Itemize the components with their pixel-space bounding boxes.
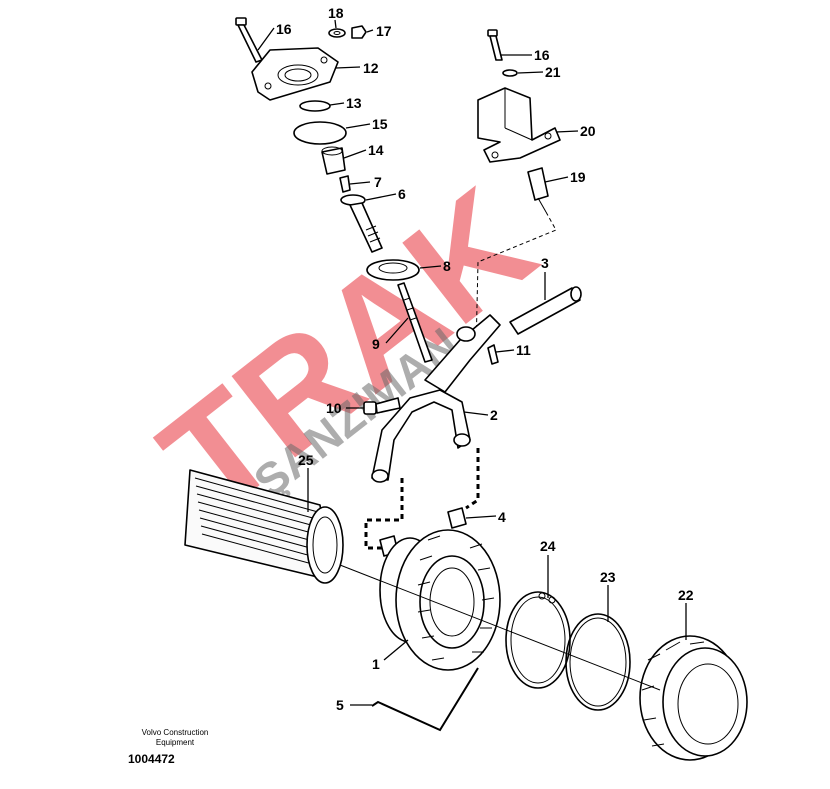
callout-16-left: 16	[276, 21, 292, 37]
caption-line-1: Volvo Construction	[141, 728, 209, 737]
chain-line-left	[364, 478, 404, 550]
part-snap-ring-24	[505, 591, 571, 689]
callout-13: 13	[346, 95, 362, 111]
callout-17: 17	[376, 23, 392, 39]
part-pad-4a	[447, 507, 467, 529]
part-oring-15	[293, 121, 347, 145]
callout-9: 9	[372, 336, 380, 352]
part-oring-13	[299, 100, 331, 112]
manufacturer-caption: Volvo Construction Equipment	[120, 728, 230, 748]
callout-20: 20	[580, 123, 596, 139]
callout-5: 5	[336, 697, 344, 713]
callout-2: 2	[490, 407, 498, 423]
document-number: 1004472	[128, 752, 175, 766]
part-cover-12	[251, 47, 339, 101]
chain-line-right	[465, 448, 480, 510]
callout-4: 4	[498, 509, 506, 525]
callout-11: 11	[516, 342, 531, 358]
part-pin-7	[339, 175, 351, 193]
sensor-wire-dashed	[475, 211, 557, 351]
part-nut-17	[351, 25, 367, 39]
part-sensor-19	[527, 167, 549, 213]
part-pin-11	[487, 344, 499, 365]
part-bolt-16-right	[487, 29, 503, 61]
part-shaft-3	[509, 286, 582, 335]
assembly-axis-line	[339, 564, 661, 691]
part-washer-21	[502, 69, 518, 77]
part-shaft-25	[184, 469, 344, 584]
part-bushing-14	[321, 146, 346, 175]
part-bolt-16-left	[235, 17, 263, 63]
part-sleeve-1	[379, 529, 501, 671]
callout-16-right: 16	[534, 47, 550, 63]
caption-line-2: Equipment	[155, 738, 195, 747]
part-fork-2	[371, 389, 471, 483]
callout-23: 23	[600, 569, 616, 585]
part-ring-23	[565, 613, 631, 711]
callout-10: 10	[326, 400, 342, 416]
callout-7: 7	[374, 174, 382, 190]
callout-6: 6	[398, 186, 406, 202]
callout-3: 3	[541, 255, 549, 271]
callout-labels: 16 18 17 12 13 15 14 7 6 8 16 21 20 19 3…	[276, 5, 694, 713]
callout-24: 24	[540, 538, 556, 554]
part-bracket-20	[477, 87, 561, 163]
part-washer-18	[328, 28, 346, 38]
callout-25: 25	[298, 452, 314, 468]
part-fork-lever	[424, 314, 501, 393]
part-shaft-6	[340, 194, 383, 253]
leader-lines	[257, 19, 687, 706]
callout-15: 15	[372, 116, 388, 132]
callout-19: 19	[570, 169, 586, 185]
callout-18: 18	[328, 5, 344, 21]
part-rod-9	[397, 282, 433, 363]
callout-21: 21	[545, 64, 561, 80]
callout-12: 12	[363, 60, 379, 76]
part-bolt-10	[363, 397, 401, 415]
part-spring-wire-5	[371, 667, 479, 732]
part-spring-8	[366, 259, 420, 281]
callout-8: 8	[443, 258, 451, 274]
callout-1: 1	[372, 656, 380, 672]
part-gear-22	[639, 635, 748, 761]
callout-22: 22	[678, 587, 694, 603]
callout-14: 14	[368, 142, 384, 158]
